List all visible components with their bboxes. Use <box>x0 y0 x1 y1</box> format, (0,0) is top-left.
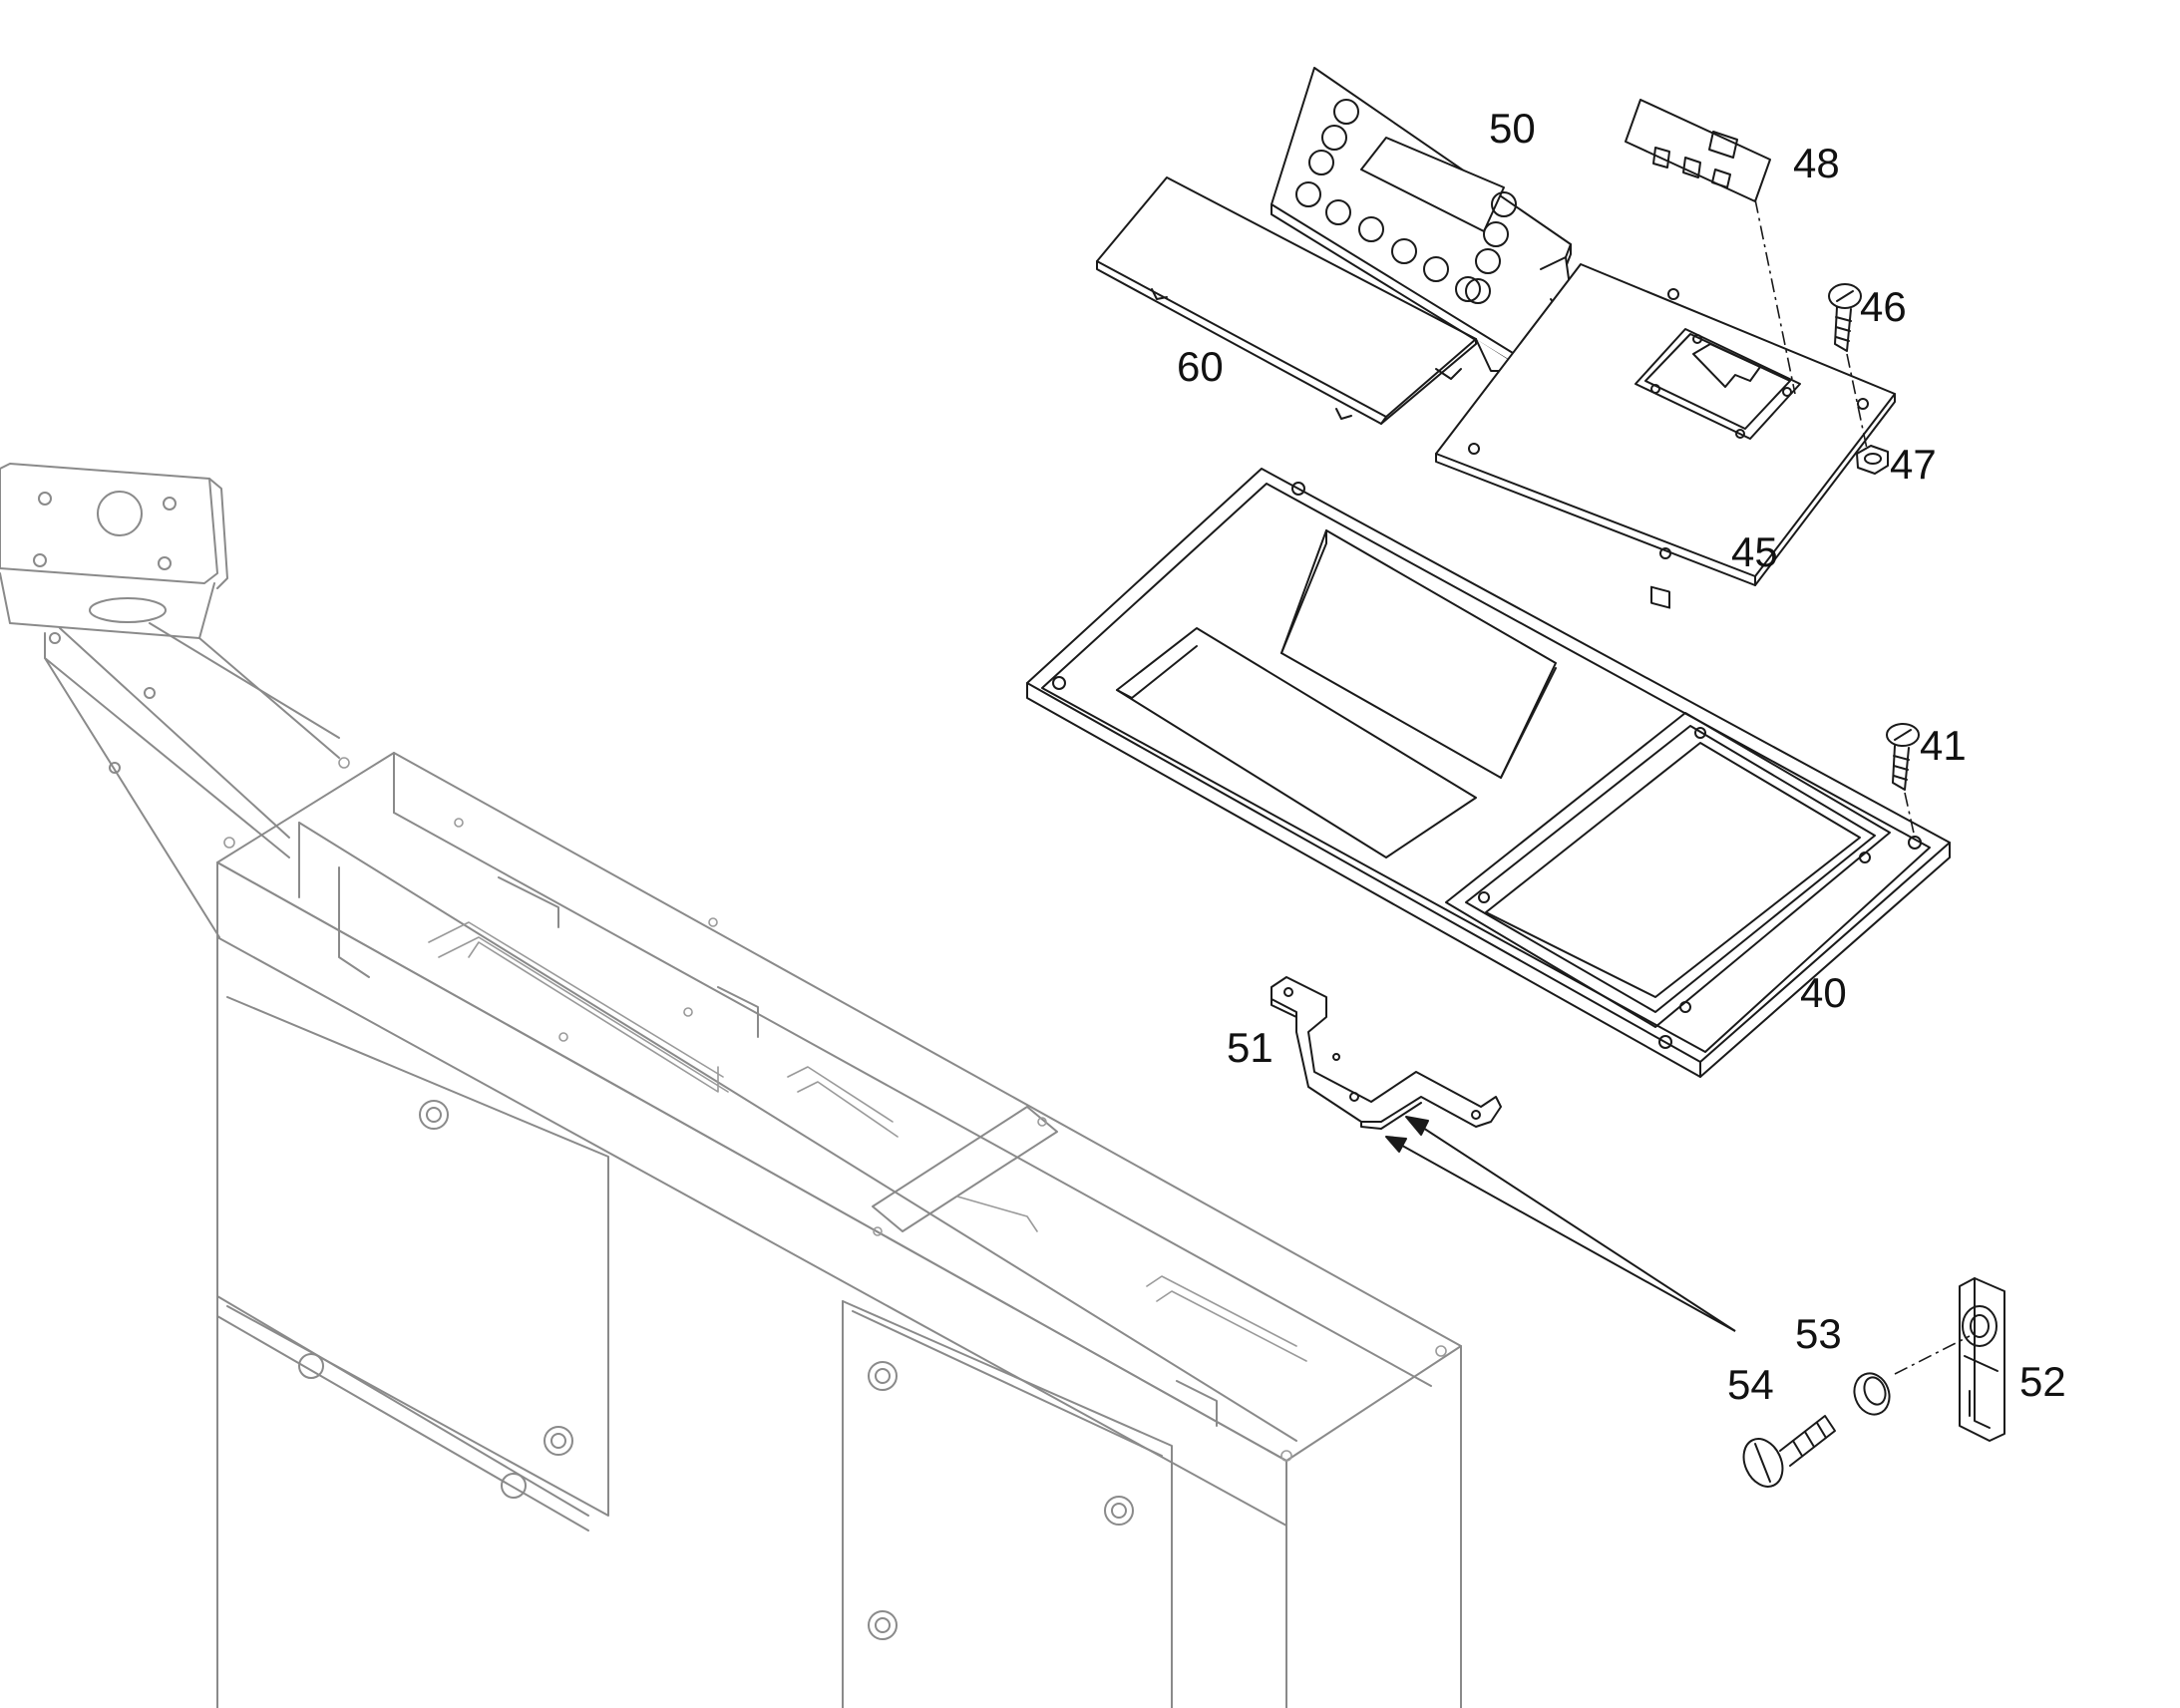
callout-40: 40 <box>1800 969 1847 1016</box>
mounting-bracket <box>0 463 340 938</box>
part-41-screw <box>1886 723 1920 791</box>
callout-54: 54 <box>1727 1361 1774 1408</box>
part-51-bracket <box>1271 976 1502 1130</box>
callout-47: 47 <box>1890 441 1937 488</box>
leader-41-40 <box>1904 792 1916 839</box>
callout-60: 60 <box>1177 343 1224 390</box>
callout-46: 46 <box>1860 283 1907 330</box>
part-52-clip <box>1959 1277 2005 1442</box>
part-47-nut <box>1856 445 1889 475</box>
callout-45: 45 <box>1731 528 1778 575</box>
part-48-label <box>1625 99 1771 609</box>
callout-50: 50 <box>1489 105 1536 152</box>
leader-53-52 <box>1894 1335 1971 1375</box>
callout-41: 41 <box>1920 722 1967 769</box>
part-45-mounting-plate <box>1435 263 1896 586</box>
leader-48-45 <box>1754 198 1796 395</box>
part-53-ring <box>1853 1372 1891 1416</box>
callout-51: 51 <box>1227 1024 1273 1071</box>
part-46-screw <box>1828 283 1862 352</box>
callout-52: 52 <box>2019 1358 2066 1405</box>
callout-48: 48 <box>1793 140 1840 186</box>
cabinet-housing <box>0 463 1462 1708</box>
assembly-arrows <box>1385 1116 1736 1332</box>
callout-53: 53 <box>1795 1310 1842 1357</box>
part-40-bezel-frame <box>1026 468 1951 1078</box>
leader-46-47 <box>1846 353 1868 450</box>
part-54-screw <box>1742 1415 1836 1488</box>
